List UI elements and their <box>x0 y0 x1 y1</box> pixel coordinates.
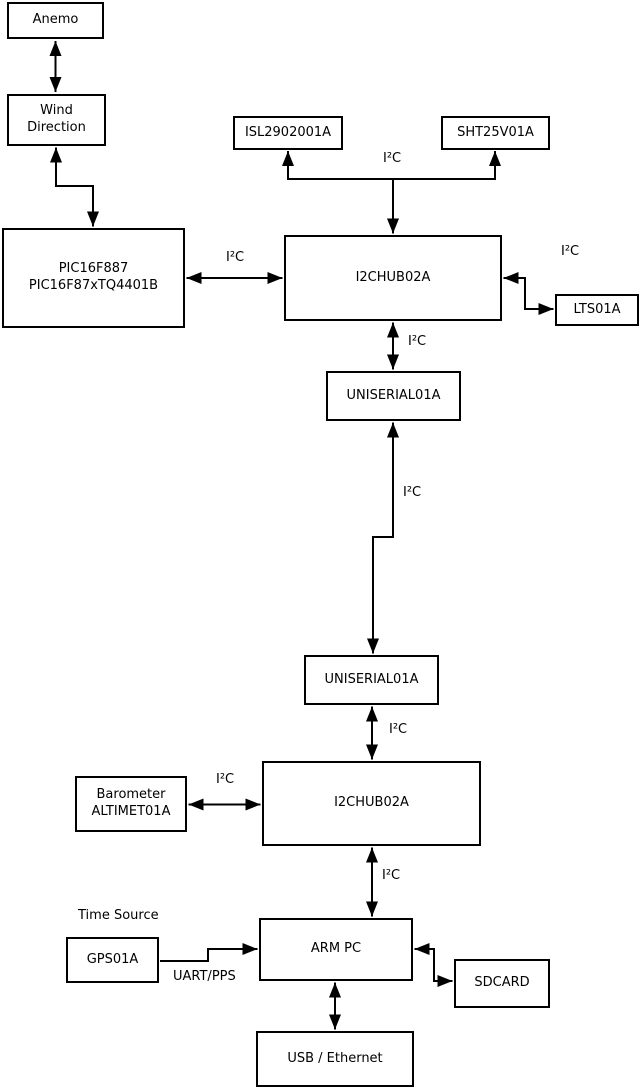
node-uniserial01a-1: UNISERIAL01A <box>326 371 461 421</box>
node-usb-ethernet: USB / Ethernet <box>256 1031 414 1087</box>
node-wind-direction: Wind Direction <box>7 94 106 146</box>
edge-wind-pic <box>50 147 99 227</box>
node-pic16f887: PIC16F887 PIC16F87xTQ4401B <box>2 228 185 328</box>
edge-hub1-sensors-branch <box>282 151 501 180</box>
label-uart-pps: UART/PPS <box>173 969 236 984</box>
edge-hub1-lts <box>503 272 554 315</box>
node-lts01a: LTS01A <box>555 294 639 326</box>
node-i2chub02a-1: I2CHUB02A <box>284 235 502 321</box>
edge-armpc-sdcard <box>414 943 453 987</box>
label-i2c-hub2-armpc: I²C <box>382 868 401 883</box>
node-i2chub02a-2: I2CHUB02A <box>262 761 481 846</box>
label-i2c-pic-hub1: I²C <box>226 250 245 265</box>
label-i2c-uniserial2-hub2: I²C <box>389 722 408 737</box>
label-i2c-uniserial-link: I²C <box>403 485 422 500</box>
node-uniserial01a-2: UNISERIAL01A <box>304 655 439 705</box>
label-i2c-sensors: I²C <box>383 151 402 166</box>
node-barometer-altimet01a: Barometer ALTIMET01A <box>75 776 187 832</box>
edge-uniserial1-uniserial2 <box>367 422 399 654</box>
edge-gps-armpc <box>160 943 258 962</box>
node-sht25v01a: SHT25V01A <box>441 116 550 150</box>
label-i2c-barometer-hub2: I²C <box>216 772 235 787</box>
label-i2c-hub1-uniserial1: I²C <box>408 334 427 349</box>
node-gps01a: GPS01A <box>66 937 159 983</box>
node-anemo: Anemo <box>7 2 104 39</box>
node-isl2902001a: ISL2902001A <box>233 116 343 150</box>
node-arm-pc: ARM PC <box>259 918 413 981</box>
label-time-source: Time Source <box>78 908 159 923</box>
node-sdcard: SDCARD <box>454 959 550 1008</box>
label-i2c-hub1-lts: I²C <box>561 244 580 259</box>
